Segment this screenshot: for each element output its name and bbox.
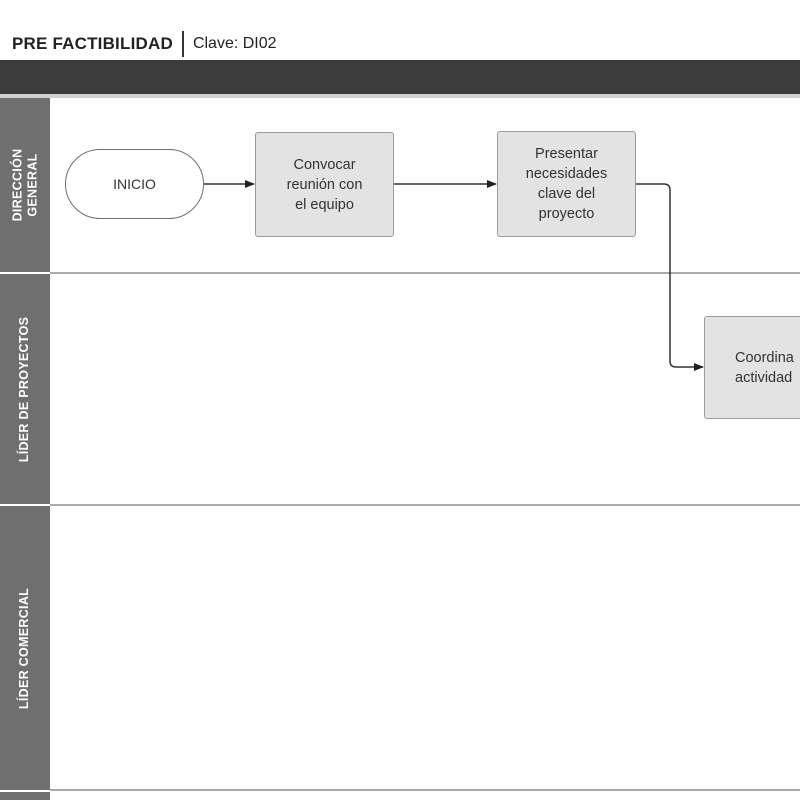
diagram-header: PRE FACTIBILIDAD Clave: DI02 (12, 30, 277, 58)
lane-label-direccion-general: DIRECCIÓN GENERAL (0, 98, 50, 272)
lane-label-next (0, 792, 50, 800)
lane-label-lider-proyectos: LÍDER DE PROYECTOS (0, 274, 50, 504)
lane-separator (50, 272, 800, 274)
process-convene-meeting: Convocar reunión con el equipo (255, 132, 394, 237)
lane-label-text: DIRECCIÓN GENERAL (10, 148, 39, 222)
header-band-shadow (0, 94, 800, 98)
diagram-key: Clave: DI02 (192, 35, 277, 52)
lane-label-text: LÍDER COMERCIAL (17, 587, 32, 709)
process-label: Presentar necesidades clave del proyecto (525, 146, 608, 222)
start-terminal-label: INICIO (113, 176, 156, 192)
lane-separator (50, 789, 800, 791)
header-band (0, 60, 800, 94)
diagram-title: PRE FACTIBILIDAD (12, 34, 173, 53)
process-coordinate-activities: Coordina actividad (704, 316, 800, 419)
process-present-needs: Presentar necesidades clave del proyecto (497, 131, 636, 237)
process-label: Coordina actividad (735, 349, 794, 386)
process-label: Convocar reunión con el equipo (286, 156, 363, 213)
start-terminal: INICIO (65, 149, 204, 219)
lane-separator (50, 504, 800, 506)
lane-label-text: LÍDER DE PROYECTOS (17, 316, 32, 462)
lane-label-lider-comercial: LÍDER COMERCIAL (0, 506, 50, 790)
connector-present-to-coordinate (636, 183, 704, 371)
title-divider (181, 31, 184, 57)
